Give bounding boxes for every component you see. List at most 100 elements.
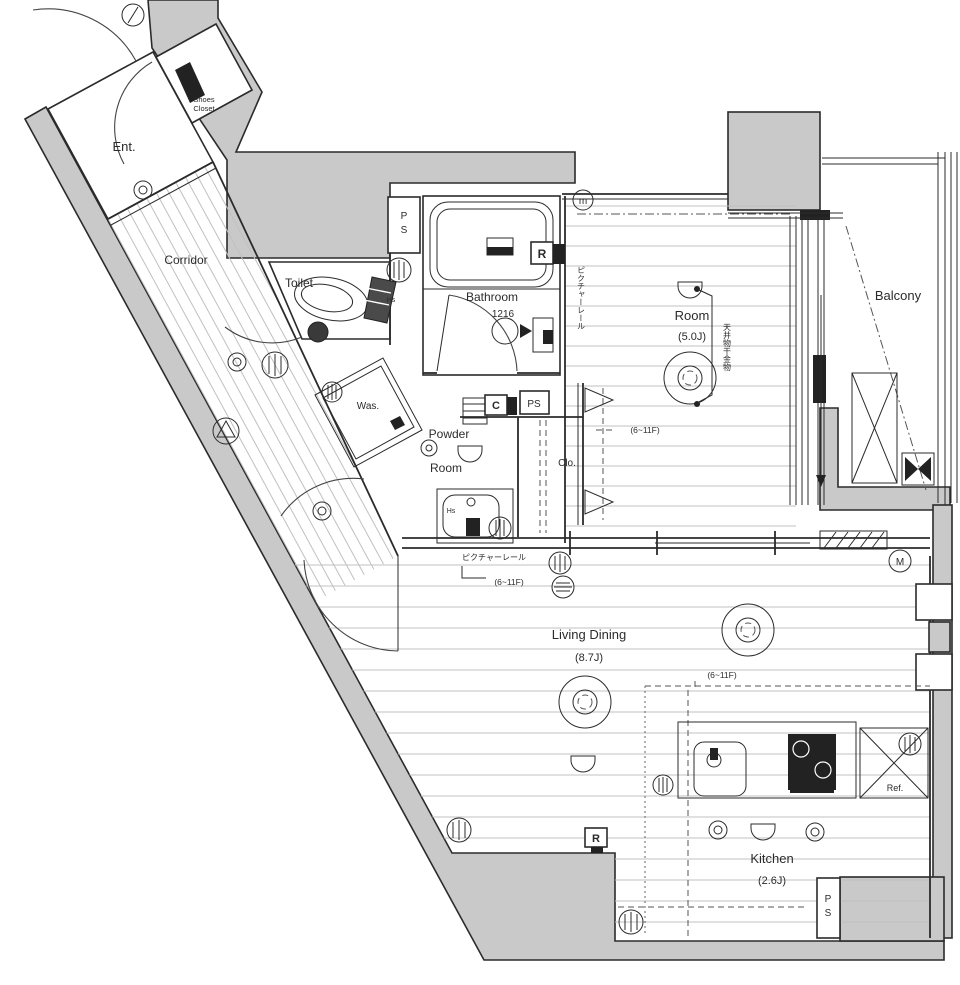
ceiling-hanger-leader	[694, 286, 713, 407]
floorboard-line	[155, 192, 372, 588]
bathroom-size: 1216	[492, 309, 515, 320]
powder-room-label: Powder	[429, 427, 470, 441]
vent-icon	[446, 817, 472, 843]
room-window-wall	[728, 210, 843, 505]
meter-label: M	[896, 557, 904, 568]
c-badge-label: C	[492, 400, 500, 412]
ceiling-light-icon	[721, 603, 775, 657]
shower-faucet	[491, 317, 554, 353]
vent-icon	[898, 732, 922, 756]
remote-badge	[530, 241, 565, 265]
room-shells	[46, 22, 561, 376]
powder-faucet-icon	[420, 439, 438, 457]
doors	[32, 8, 518, 652]
ps-label: PS	[399, 211, 410, 239]
floorboard-line	[136, 203, 353, 599]
symbols	[121, 3, 922, 935]
sliding-direction-arrow	[816, 475, 826, 487]
picture-rail-note: ピクチャーレール	[577, 266, 586, 330]
drain-icon	[901, 452, 935, 486]
vent-icon	[261, 351, 289, 379]
labels: Ent. Shoes Closet Corridor Toilet Bathro…	[112, 95, 921, 922]
stove	[788, 734, 836, 793]
floor-room-lines	[566, 205, 796, 527]
room-area: (5.0J)	[678, 331, 706, 343]
balcony-structure	[822, 152, 958, 505]
ps-label: PS	[527, 399, 541, 410]
washer-faucet-icon	[321, 381, 343, 403]
floorboard-line	[184, 176, 398, 573]
corridor-label: Corridor	[164, 253, 207, 267]
remote-badge-label: R	[592, 833, 600, 845]
towel-shelf	[462, 397, 488, 425]
wall-bottom-right-block	[839, 876, 945, 942]
floorboard-line	[146, 197, 363, 594]
downlight-icon	[312, 501, 332, 521]
room-shoes-closet	[154, 22, 254, 125]
wall-balcony-bottom	[819, 407, 951, 511]
entrance-label: Ent.	[112, 139, 135, 154]
washbasin	[436, 488, 514, 544]
vent-icon	[386, 257, 412, 283]
shoes-closet-label: Shoes	[193, 95, 215, 104]
ceiling-hanger-note: 天井物干金物	[723, 323, 732, 372]
c-badge	[484, 394, 517, 416]
washing-machine	[314, 357, 423, 468]
floorboard-line	[126, 208, 343, 604]
ceiling-light-icon	[663, 351, 717, 405]
wall-left-diagonal-and-bottom	[23, 105, 945, 961]
right-window-lower	[915, 653, 953, 691]
bathroom-door-arc	[448, 294, 518, 372]
kitchen-label: Kitchen	[750, 851, 793, 866]
hose-bib-note: Hs	[447, 508, 456, 515]
shoes-closet-label: Closet	[193, 104, 215, 113]
wall-light-icon	[677, 281, 703, 299]
ps-label: PS	[823, 894, 834, 922]
kitchen-counter	[652, 721, 857, 799]
bathroom-label: Bathroom	[466, 290, 518, 304]
wall-light-icon	[570, 755, 596, 773]
floorboard-line	[117, 213, 334, 609]
downlight-icon	[708, 820, 728, 840]
refrigerator-label: Ref.	[887, 783, 904, 793]
floorboard-line	[175, 182, 392, 578]
shoes-closet-door-arc	[114, 61, 153, 165]
doorbell-icon	[121, 3, 145, 27]
downlight-icon	[805, 822, 825, 842]
hose-bib-note: Hs	[387, 297, 396, 304]
refrigerator-space	[859, 727, 929, 799]
wall-top-band	[147, 0, 576, 259]
remote-badge	[584, 827, 608, 853]
living-dining-label: Living Dining	[552, 627, 626, 642]
living-dining-area: (8.7J)	[575, 652, 603, 664]
powder-room-label: Room	[430, 461, 462, 475]
ld-window-hatch	[819, 530, 888, 550]
ceiling-light-icon	[558, 675, 612, 729]
floor-range-note: (6~11F)	[707, 670, 737, 680]
shoes-closet-door-slab	[175, 62, 205, 103]
powder-door-arc	[280, 477, 365, 517]
vent-icon	[618, 909, 644, 935]
washer-label: Was.	[357, 401, 379, 412]
vent-icon	[551, 575, 575, 599]
vent-icon	[548, 551, 572, 575]
meter-label: m	[579, 196, 587, 207]
toilet-bin	[307, 321, 329, 343]
meter-icon	[888, 549, 912, 573]
kitchen-faucet-icon	[652, 774, 674, 796]
closet-bifold-doors	[584, 387, 615, 515]
ac-unit-space	[851, 372, 898, 484]
entrance-door-arc	[32, 8, 137, 62]
remote-badge-label: R	[538, 247, 547, 261]
corridor-right-wall	[212, 161, 399, 557]
picture-rail-note: ピクチャーレール	[462, 553, 526, 562]
fixtures	[294, 201, 929, 799]
floor-range-note: (6~11F)	[494, 577, 524, 587]
floor-corridor-lines	[108, 166, 398, 610]
wall-light-icon	[750, 823, 776, 841]
wall-light-icon	[457, 445, 483, 463]
balcony-label: Balcony	[875, 288, 922, 303]
ceiling-access-icon	[212, 417, 240, 445]
